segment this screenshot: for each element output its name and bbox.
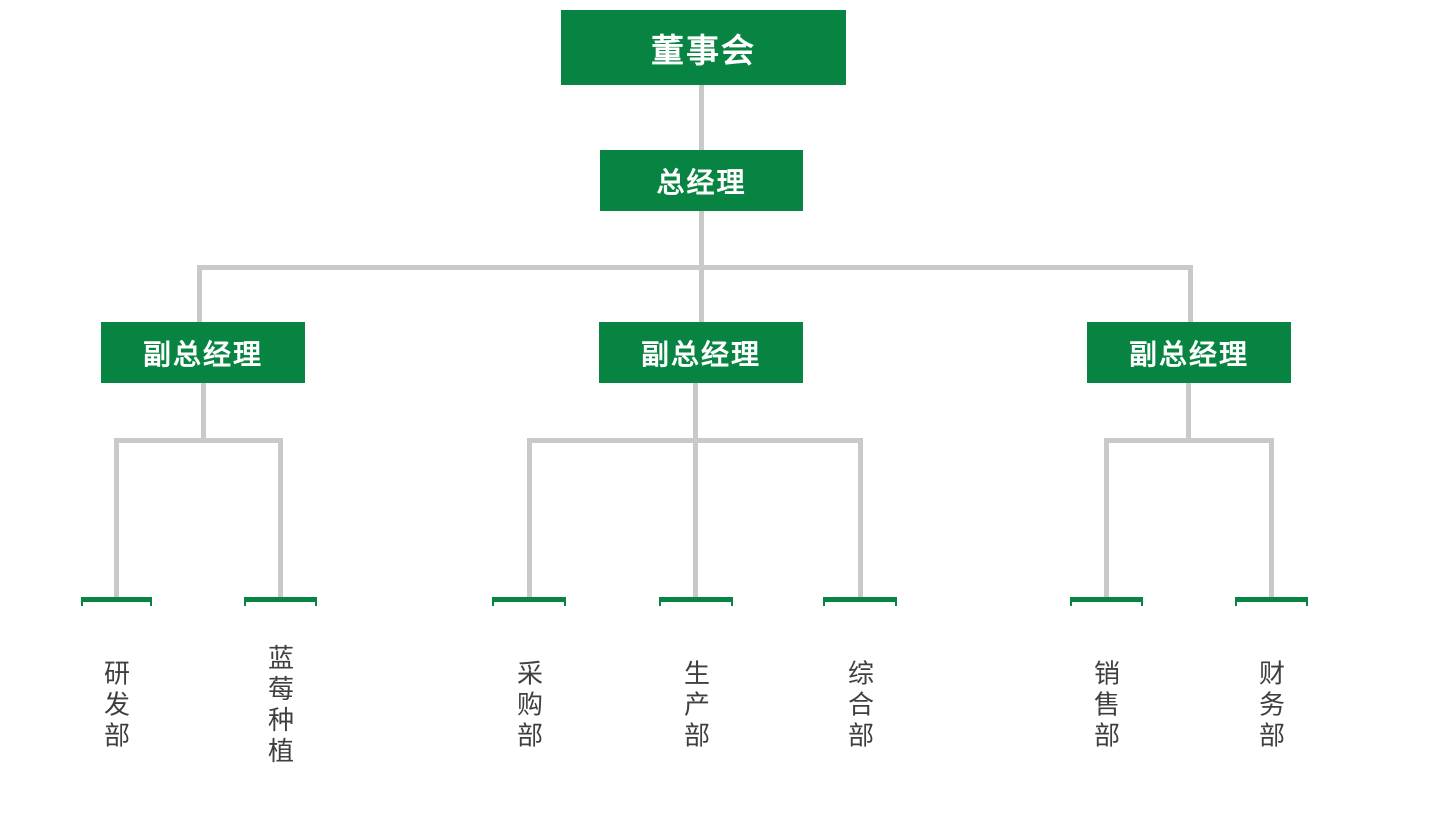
- node-deputy-manager-center: 副总经理: [599, 322, 803, 383]
- node-general-manager-label: 总经理: [656, 166, 747, 198]
- connector-right-group-horizontal: [1104, 438, 1273, 443]
- connector-level2-horizontal: [197, 265, 1193, 270]
- connector-drop-dept-3: [527, 438, 532, 597]
- department-label-finance: 财务部: [1255, 659, 1286, 753]
- node-deputy-manager-left: 副总经理: [101, 322, 305, 383]
- connector-drop-deputy-right: [1188, 265, 1193, 322]
- department-label-general-affairs: 综合部: [844, 659, 875, 753]
- connector-deputy-center-stem: [693, 383, 698, 597]
- department-bar-purchasing: [492, 597, 566, 606]
- connector-drop-deputy-left: [197, 265, 202, 322]
- department-bar-blueberry: [244, 597, 317, 606]
- connector-center-group-horizontal: [527, 438, 862, 443]
- node-deputy-manager-right-label: 副总经理: [1128, 338, 1249, 370]
- department-bar-production: [659, 597, 733, 606]
- node-board-label: 董事会: [651, 31, 756, 69]
- connector-drop-dept-6: [1104, 438, 1109, 597]
- connector-drop-dept-1: [114, 438, 119, 597]
- department-bar-general-affairs: [823, 597, 897, 606]
- node-deputy-manager-right: 副总经理: [1087, 322, 1291, 383]
- department-bar-rd: [81, 597, 152, 606]
- node-deputy-manager-center-label: 副总经理: [640, 338, 761, 370]
- node-deputy-manager-left-label: 副总经理: [142, 338, 263, 370]
- node-general-manager: 总经理: [600, 150, 803, 211]
- department-label-purchasing: 采购部: [513, 659, 544, 753]
- connector-deputy-left-stem: [201, 383, 206, 440]
- node-board: 董事会: [561, 10, 846, 85]
- connector-drop-dept-5: [858, 438, 863, 597]
- connector-deputy-right-stem: [1186, 383, 1191, 440]
- connector-left-group-horizontal: [114, 438, 283, 443]
- department-label-sales: 销售部: [1090, 659, 1121, 753]
- department-bar-sales: [1070, 597, 1143, 606]
- department-bar-finance: [1235, 597, 1308, 606]
- department-label-blueberry: 蓝莓种植: [264, 644, 295, 768]
- department-label-rd: 研发部: [100, 659, 131, 753]
- connector-drop-dept-7: [1269, 438, 1274, 597]
- connector-drop-dept-2: [278, 438, 283, 597]
- department-label-production: 生产部: [680, 659, 711, 753]
- connector-board-to-gm: [699, 85, 704, 150]
